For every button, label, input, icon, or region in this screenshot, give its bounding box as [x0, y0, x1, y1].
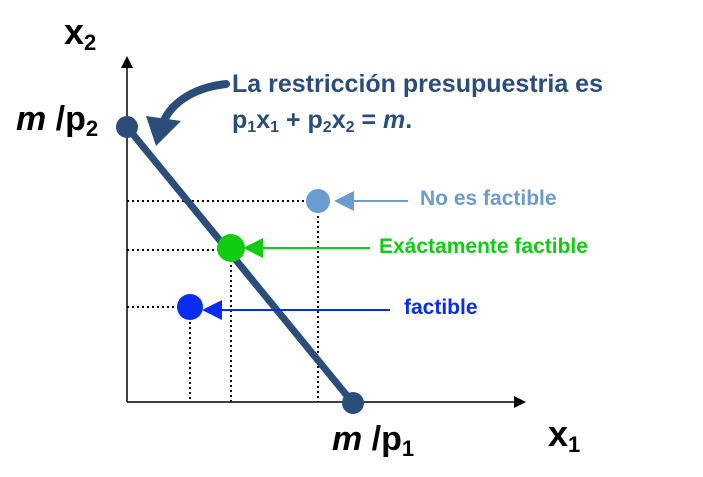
y-axis-label: x2: [64, 11, 97, 55]
point-feasible: [177, 294, 203, 320]
x-intercept-label: m /p1: [332, 420, 415, 461]
label-feasible: factible: [404, 296, 478, 319]
point-exact: [217, 234, 245, 262]
label-exact: Exáctamente factible: [379, 235, 588, 258]
callout-arrowhead: [146, 116, 181, 146]
budget-line: [123, 123, 357, 407]
label-not-feasible: No es factible: [420, 187, 557, 210]
x-intercept-dot: [342, 392, 364, 414]
y-intercept-dot: [116, 116, 138, 138]
point-not-feasible: [306, 189, 330, 213]
y-intercept-label: m /p2: [16, 100, 99, 141]
budget-constraint-text: La restricción presupuestria es p1x1 + p…: [232, 66, 603, 146]
budget-text-line-1: La restricción presupuestria es: [232, 70, 603, 98]
x-axis-label: x1: [548, 413, 581, 457]
budget-equation: p1x1 + p2x2 = m.: [232, 106, 413, 136]
